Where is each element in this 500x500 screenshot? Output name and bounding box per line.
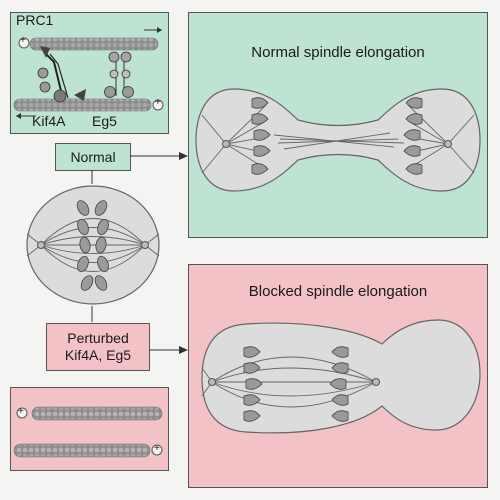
kif4a-label: Kif4A	[32, 113, 66, 129]
normal-panel-title: Normal spindle elongation	[251, 44, 425, 61]
prc1-label: PRC1	[16, 12, 54, 28]
prc1-head	[40, 46, 50, 58]
centrosome	[444, 140, 452, 148]
blocked-panel-title: Blocked spindle elongation	[248, 283, 428, 300]
microtubule-inset-perturbed	[10, 387, 169, 471]
perturbed-label-box: Perturbed Kif4A, Eg5	[46, 323, 150, 371]
plus-sign: +	[154, 443, 160, 454]
centrosome	[222, 140, 230, 148]
centrosome	[37, 241, 45, 249]
perturbed-label-line2: Kif4A, Eg5	[64, 347, 132, 363]
blocked-cell	[201, 319, 481, 434]
kif4a-head	[74, 89, 86, 101]
plus-end-marker	[18, 37, 30, 49]
eg5-label: Eg5	[92, 113, 117, 129]
centrosome	[208, 378, 216, 386]
microtubule-upper	[29, 37, 159, 51]
perturbed-label-line1: Perturbed	[67, 330, 129, 346]
normal-label-box: Normal	[55, 143, 131, 171]
plus-sign: +	[155, 97, 161, 108]
microtubule-upper	[31, 406, 163, 421]
elongated-cell	[195, 88, 481, 192]
centrosome	[372, 378, 380, 386]
plus-sign: +	[20, 35, 26, 46]
mitotic-cell	[26, 185, 160, 305]
plus-sign: +	[18, 406, 24, 417]
microtubule-lower	[13, 443, 151, 458]
centrosome	[141, 241, 149, 249]
normal-label: Normal	[70, 149, 116, 165]
microtubule-inset-normal	[10, 12, 169, 134]
plus-end-marker	[16, 407, 28, 419]
plus-end-marker	[151, 444, 163, 456]
plus-end-marker	[152, 99, 164, 111]
